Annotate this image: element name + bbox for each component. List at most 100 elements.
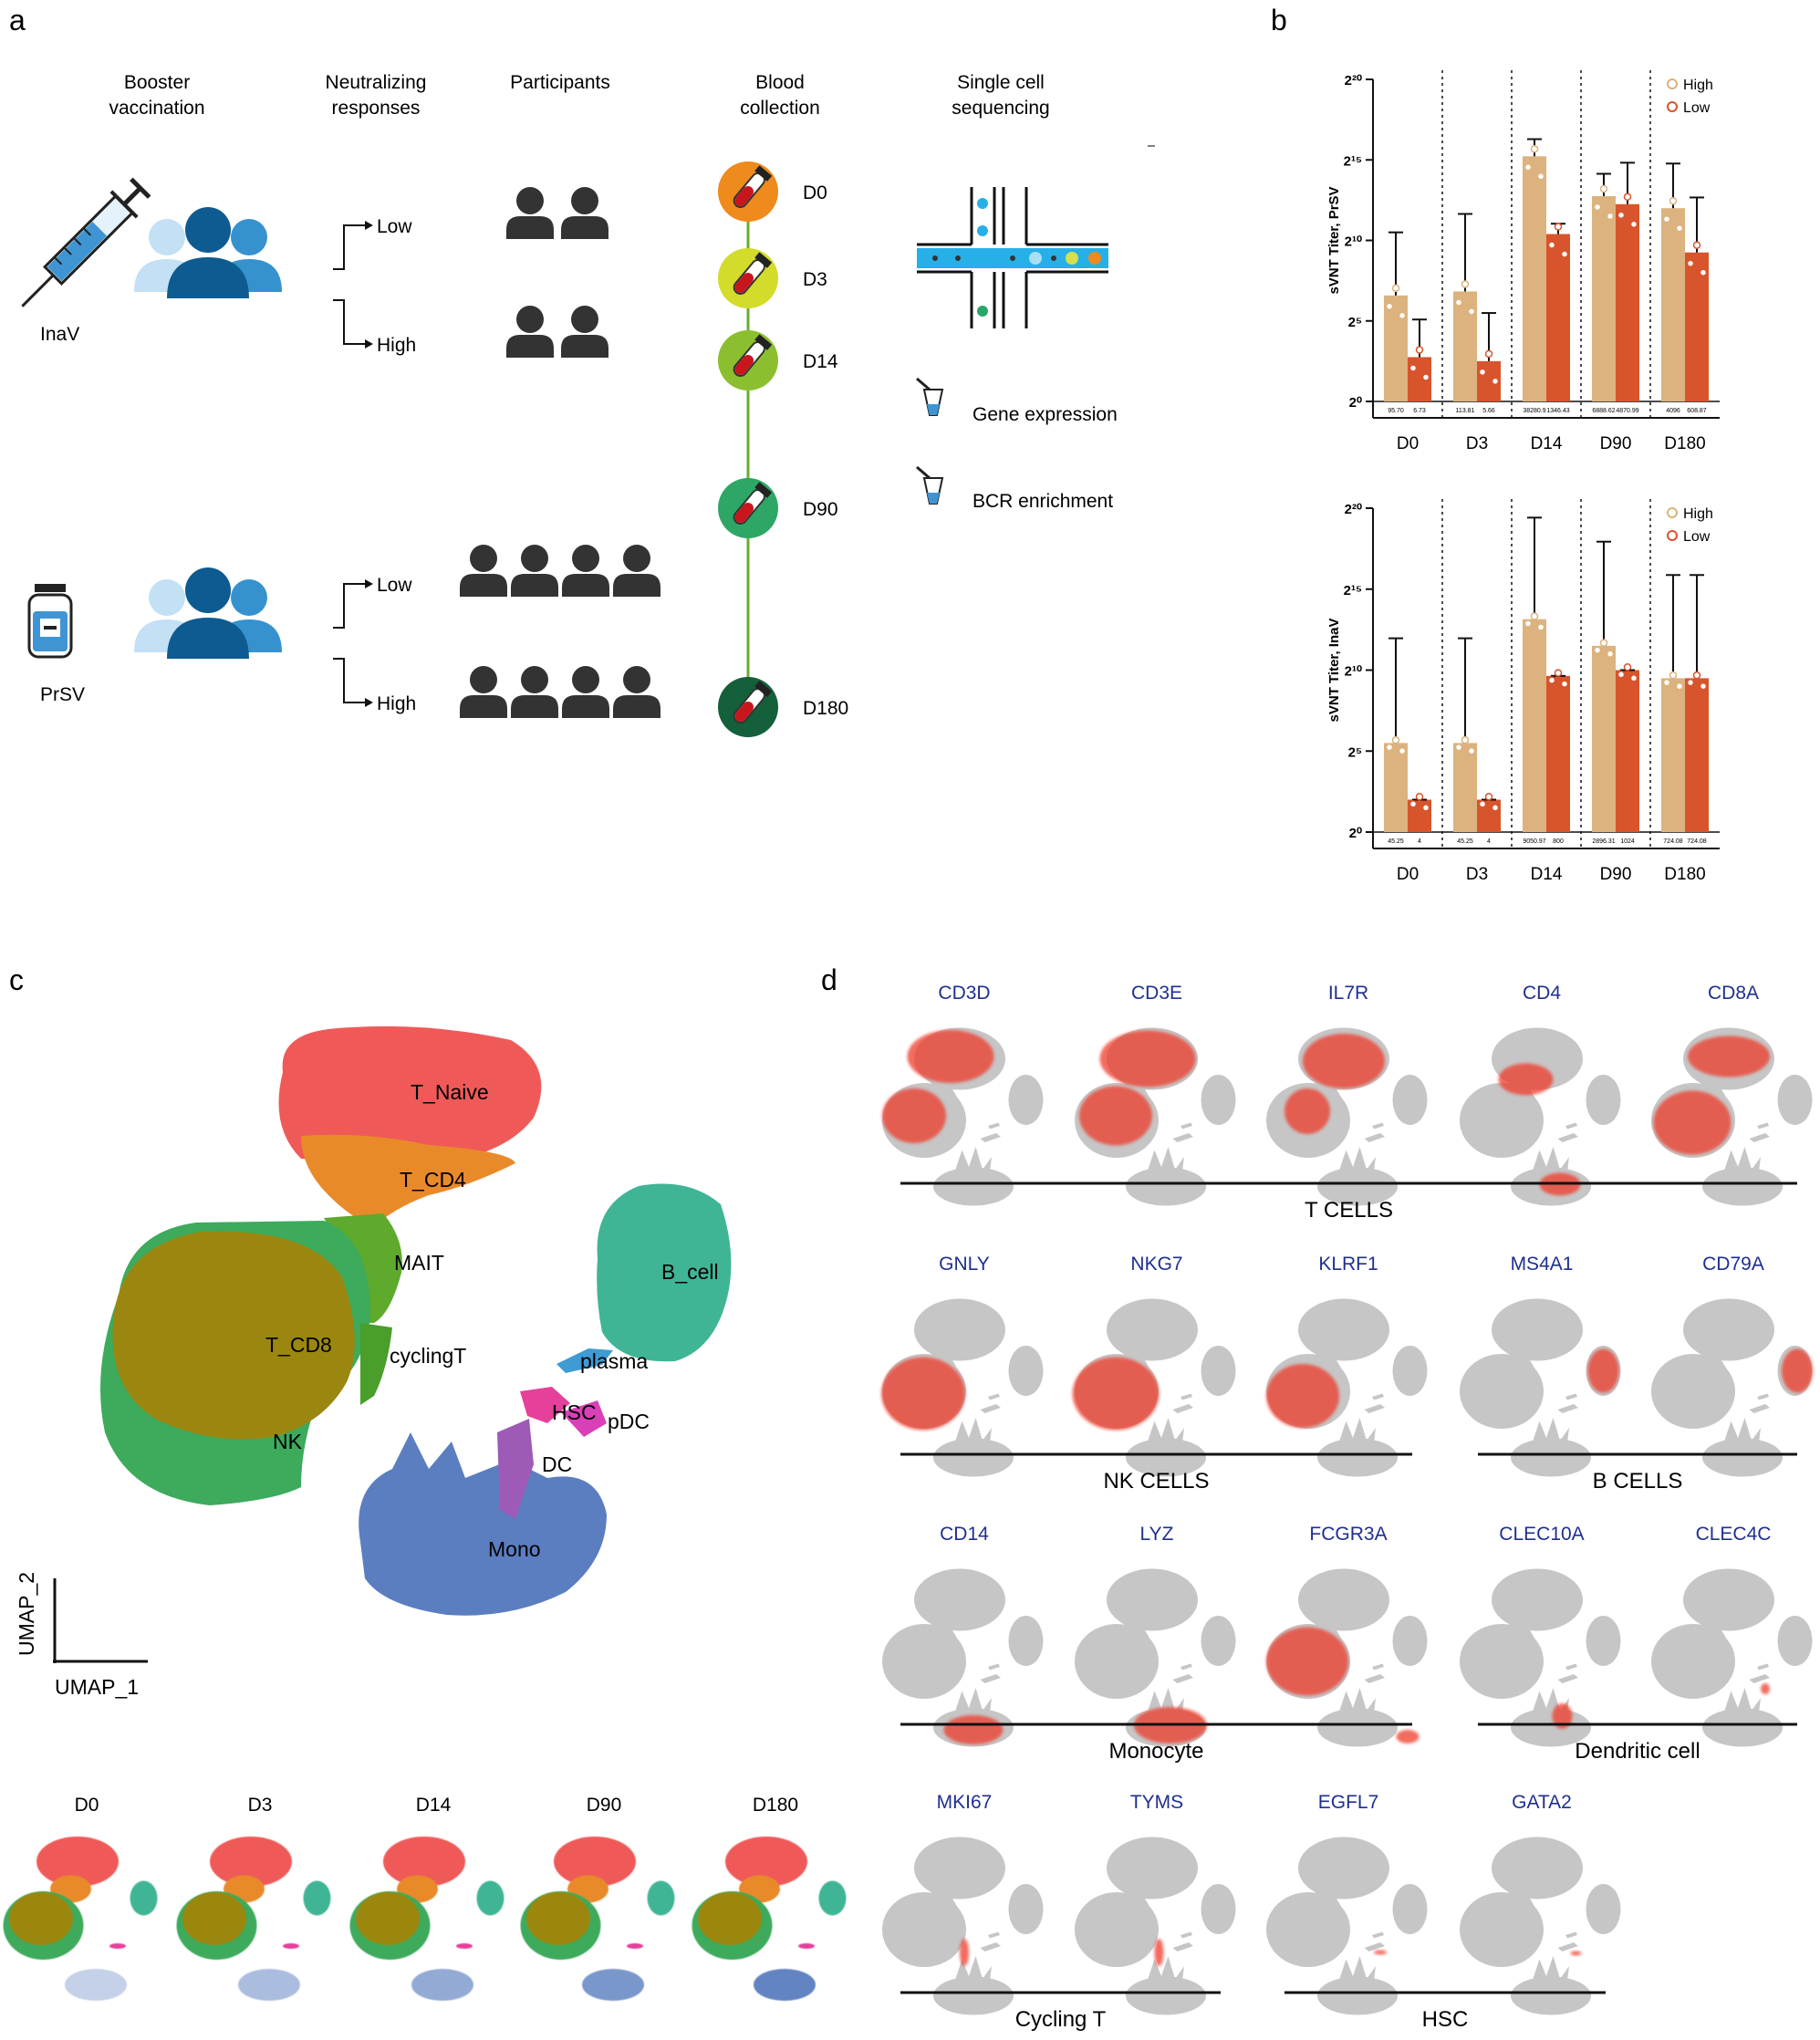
participant-icon-body: [511, 574, 558, 597]
umap-small-cluster: [356, 1892, 420, 1945]
data-point-Low: [1484, 349, 1493, 359]
umap-small-cluster: [754, 1969, 816, 2001]
umap-small-multiple-D90: [520, 1837, 675, 2001]
y-tick-label: 2⁵: [1348, 744, 1362, 760]
data-point-High: [1524, 163, 1533, 172]
legend-label-Low: Low: [1683, 529, 1711, 545]
data-point-High: [1391, 735, 1400, 744]
arrow-high-icon: [365, 339, 373, 349]
expression-region: [1284, 1088, 1330, 1134]
data-point-High: [1398, 311, 1407, 320]
participant-icon-body: [460, 695, 507, 718]
y-tick-label: 2¹⁰: [1345, 234, 1362, 250]
umap-small-multiple-D3: [176, 1837, 331, 2001]
bar-High-D3: [1453, 291, 1477, 401]
participant-icon-head: [521, 666, 548, 693]
gene-label-MKI67: MKI67: [937, 1792, 993, 1813]
gene-label-MS4A1: MS4A1: [1511, 1254, 1574, 1275]
column-header-4: sequencing: [952, 98, 1049, 119]
y-tick-label: 2¹⁰: [1345, 664, 1362, 680]
bcr-enrichment-tube-icon: [916, 465, 944, 505]
feature-plot-EGFL7: [1266, 1837, 1428, 2015]
data-point-High: [1606, 650, 1615, 658]
feature-plot-KLRF1: [1266, 1298, 1428, 1477]
bar-High-D90: [1592, 195, 1616, 401]
panel-letter-b: b: [1271, 4, 1287, 36]
umap-background-silhouette: [1460, 1837, 1621, 2015]
feature-plot-GATA2: [1460, 1837, 1621, 2015]
data-point-Low: [1491, 377, 1500, 386]
column-header-2: Participants: [510, 72, 610, 93]
umap-axes: UMAP_2 UMAP_1: [15, 1572, 148, 1699]
value-label-Low-D180: 608.87: [1687, 408, 1707, 414]
bar-High-D14: [1523, 619, 1546, 832]
brace-low: [333, 224, 365, 270]
group-label-Cycling T: Cycling T: [1015, 2007, 1107, 2032]
umap-background-silhouette: [1651, 1568, 1813, 1747]
expression-region: [1154, 1939, 1164, 1966]
expression-region: [1303, 1034, 1385, 1088]
umap-main-plot: [100, 1025, 732, 1616]
x-tick-label-D0: D0: [1397, 434, 1419, 453]
data-point-Low: [1415, 346, 1424, 354]
x-tick-label-D90: D90: [1600, 434, 1632, 453]
participant-icon-body: [460, 574, 507, 597]
y-tick-label: 2⁰: [1349, 395, 1362, 411]
data-point-Low: [1686, 678, 1695, 687]
umap-small-cluster: [283, 1943, 299, 1949]
expression-region: [881, 1357, 965, 1431]
feature-plot-MS4A1: [1460, 1298, 1621, 1477]
column-header-0: vaccination: [109, 98, 204, 119]
expression-region: [1072, 1357, 1160, 1431]
group-label-T CELLS: T CELLS: [1305, 1198, 1393, 1223]
umap-small-cluster: [411, 1969, 473, 2001]
data-point-Low: [1686, 259, 1695, 267]
data-point-Low: [1547, 241, 1556, 249]
x-tick-label-D14: D14: [1531, 434, 1563, 453]
blood-tube-icon: [733, 681, 773, 723]
data-point-Low: [1623, 193, 1632, 202]
value-label-High-D0: 95.70: [1388, 408, 1404, 414]
data-point-Low: [1692, 671, 1701, 680]
y-axis-label: sVNT Titer, PrSV: [1326, 186, 1342, 294]
value-label-Low-D14: 1346.43: [1546, 408, 1569, 414]
umap-small-cluster: [9, 1892, 73, 1945]
expression-region: [1782, 1348, 1813, 1393]
feature-plot-LYZ: [1075, 1568, 1236, 1747]
umap-small-cluster: [130, 1880, 158, 1916]
cluster-label-T_CD8: T_CD8: [265, 1333, 332, 1357]
participant-icon-head: [623, 666, 650, 693]
bar-Low-D14: [1546, 234, 1570, 401]
data-point-High: [1391, 284, 1400, 293]
tube-cap: [754, 252, 773, 268]
legend-marker-High: [1667, 78, 1678, 89]
data-point-High: [1536, 623, 1545, 631]
data-point-Low: [1692, 241, 1701, 249]
tube-blood: [734, 273, 754, 293]
data-point-Low: [1409, 800, 1418, 808]
panel-letter-c: c: [9, 963, 24, 996]
small-multiple-label-D90: D90: [587, 1795, 622, 1816]
umap-axis-x-label: UMAP_1: [55, 1675, 139, 1699]
legend-label-High: High: [1683, 78, 1713, 93]
expression-region: [943, 1715, 1004, 1744]
gene-label-GNLY: GNLY: [939, 1254, 990, 1275]
timepoint-label-D14: D14: [803, 351, 838, 372]
participant-icon-body: [506, 335, 554, 358]
cluster-t-cd8: [112, 1231, 355, 1440]
blood-tube-icon: [733, 165, 773, 208]
bar-Low-D180: [1685, 252, 1709, 401]
data-point-Low: [1629, 220, 1638, 229]
cluster-mono: [359, 1432, 607, 1616]
crowd-icon-right-head: [231, 579, 267, 616]
participant-icon-body: [613, 695, 660, 718]
cluster-label-B_cell: B_cell: [661, 1260, 719, 1284]
bar-High-D0: [1384, 295, 1408, 401]
bar-High-D3: [1453, 743, 1477, 832]
panel-letter-d: d: [821, 963, 837, 996]
umap-small-cluster: [698, 1892, 762, 1945]
gene-label-LYZ: LYZ: [1140, 1524, 1174, 1545]
